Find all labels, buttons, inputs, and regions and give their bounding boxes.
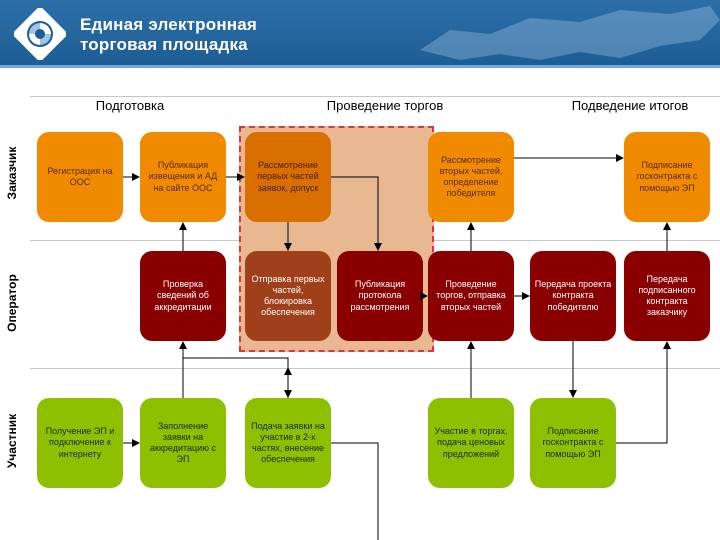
column-title-preparation: Подготовка [95, 98, 165, 113]
box-fill-accreditation: Заполнение заявки на аккредитацию с ЭП [140, 398, 226, 488]
logo-title-line2: торговая площадка [80, 35, 248, 54]
box-conduct-bidding: Проведение торгов, отправка вторых часте… [428, 251, 514, 341]
box-send-draft-contract: Передача проекта контракта победителю [530, 251, 616, 341]
arrow-submit-to-participant [331, 442, 379, 540]
header-banner: Единая электронная торговая площадка [0, 0, 720, 68]
arrow-review-to-protocol [331, 176, 382, 251]
box-check-accreditation: Проверка сведений об аккредитации [140, 251, 226, 341]
box-sign-contract-participant: Подписание госконтракта с помощью ЭП [530, 398, 616, 488]
box-publish-notice: Публикация извещения и АД на сайте ООС [140, 132, 226, 222]
box-publish-protocol: Публикация протокола рассмотрения [337, 251, 423, 341]
box-review-second-parts: Рассмотрение вторых частей, определение … [428, 132, 514, 222]
flow-arrows [123, 154, 671, 540]
box-get-signature: Получение ЭП и подключение к интернету [37, 398, 123, 488]
column-title-bidding: Проведение торгов [326, 98, 444, 113]
lane-divider [30, 368, 720, 369]
box-participate-bidding: Участие в торгах, подача ценовых предлож… [428, 398, 514, 488]
box-sign-contract-customer: Подписание госконтракта с помощью ЭП [624, 132, 710, 222]
russia-map-icon [420, 6, 720, 60]
box-registration-oos: Регистрация на ООС [37, 132, 123, 222]
header-stripe [0, 65, 720, 68]
box-submit-application: Подача заявки на участие в 2-х частях, в… [245, 398, 331, 488]
box-send-signed-contract: Передача подписанного контракта заказчик… [624, 251, 710, 341]
logo-title-line1: Единая электронная [80, 15, 258, 34]
column-title-results: Подведение итогов [571, 98, 689, 113]
process-diagram: Подготовка Проведение торгов Подведение … [0, 68, 720, 540]
arrow-participant-to-signed [616, 341, 671, 444]
lane-divider [30, 96, 720, 97]
box-review-first-parts: Рассмотрение первых частей заявок, допус… [245, 132, 331, 222]
box-send-first-parts: Отправка первых частей, блокировка обесп… [245, 251, 331, 341]
eets-logo-icon [14, 8, 66, 60]
arrow-check-to-submit [182, 342, 292, 398]
